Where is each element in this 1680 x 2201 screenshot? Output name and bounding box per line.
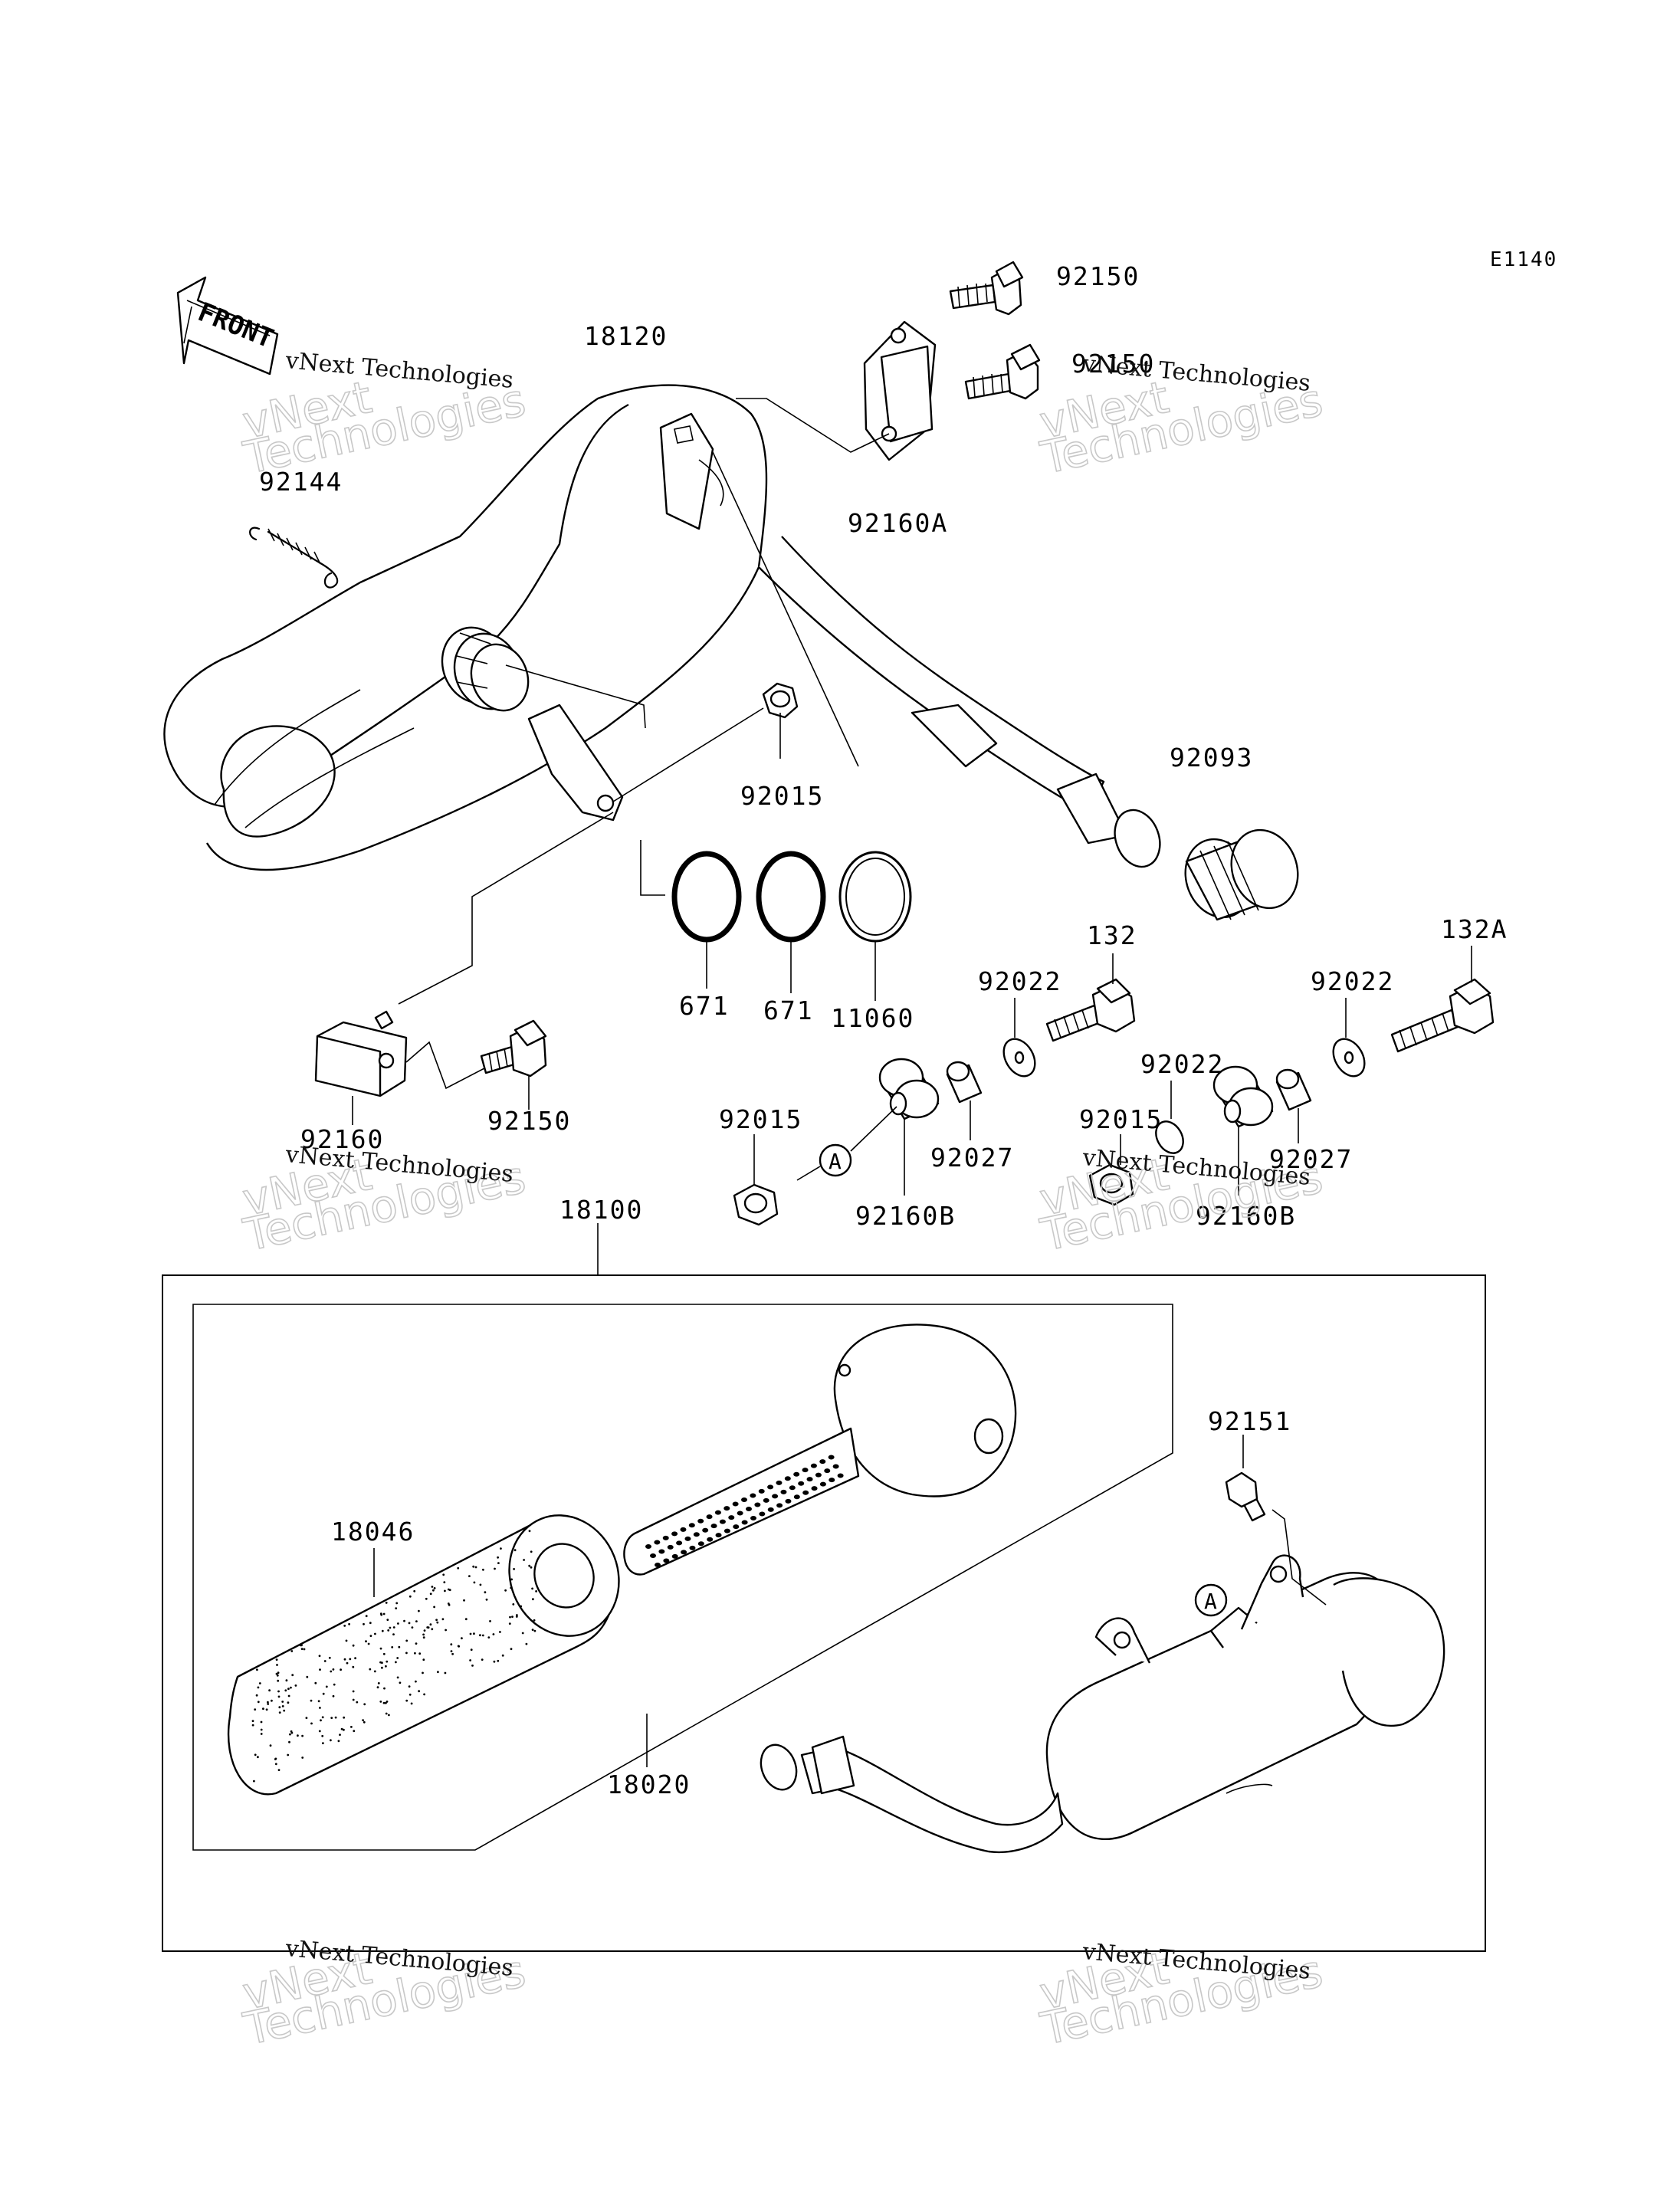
leader-gasket-group <box>640 840 665 896</box>
callout-92160: 92160 <box>300 1124 384 1154</box>
callout-92160A: 92160A <box>848 508 948 538</box>
watermark-mid-left: vNext Technologies vNext Technologies <box>238 1141 530 1262</box>
bolt-92151-icon <box>1225 1471 1266 1522</box>
ref-a-right-text: A <box>1204 1589 1217 1614</box>
collar-92027-b-icon <box>1275 1068 1312 1111</box>
callout-92151: 92151 <box>1208 1406 1291 1436</box>
callout-92027-a: 92027 <box>930 1143 1014 1173</box>
callout-92022-c: 92022 <box>1140 1049 1224 1079</box>
ref-mark-a-right: A <box>1194 1583 1228 1617</box>
callout-92093: 92093 <box>1170 743 1253 772</box>
watermark-bottom-right: vNext Technologies vNext Technologies <box>1035 1938 1327 2056</box>
bracket-92160A <box>863 320 937 461</box>
o-ring-671-a-icon <box>671 851 742 943</box>
leader-bracket-92160 <box>398 812 614 1005</box>
callout-92015-right: 92015 <box>1079 1104 1163 1134</box>
callout-18100: 18100 <box>559 1195 643 1225</box>
callout-92022-b: 92022 <box>1311 966 1394 996</box>
callout-92022-a: 92022 <box>978 966 1061 996</box>
leader-ref-a-left <box>796 1106 897 1181</box>
callout-18046: 18046 <box>331 1517 415 1547</box>
callout-132: 132 <box>1087 920 1137 950</box>
washer-92022-b-icon <box>1332 1038 1366 1078</box>
callout-11060: 11060 <box>831 1003 914 1033</box>
callout-labels: 18120 92150 92150 92160A 92144 92015 920… <box>259 261 1508 1799</box>
callout-92150-mid: 92150 <box>1071 349 1155 379</box>
nut-92015-upper-icon <box>762 682 799 719</box>
callout-92150-top: 92150 <box>1056 261 1140 291</box>
callout-92160B-a: 92160B <box>855 1201 956 1231</box>
ref-a-left-text: A <box>829 1149 842 1174</box>
washer-92022-c-icon <box>1155 1120 1184 1154</box>
callout-92160B-b: 92160B <box>1196 1201 1296 1231</box>
watermark-mid-right: vNext Technologies vNext Technologies <box>1035 1144 1327 1262</box>
bolt-132-icon <box>1045 978 1136 1042</box>
leader-nut-tab <box>612 707 764 802</box>
callout-18020: 18020 <box>607 1770 691 1799</box>
ref-mark-a-left: A <box>819 1143 852 1177</box>
nut-92015-left-icon <box>733 1183 779 1226</box>
expansion-chamber <box>163 384 1299 921</box>
leader-92160-group <box>352 1076 530 1125</box>
diagram-code: E1140 <box>1490 248 1557 271</box>
callout-92015-upper: 92015 <box>740 781 824 811</box>
o-ring-671-b-icon <box>756 851 826 943</box>
bolt-92150-low-icon <box>480 1019 547 1078</box>
leader-bracket <box>736 398 890 453</box>
bolt-92150-top-icon <box>949 261 1024 316</box>
muffler-end-cap-icon <box>833 1324 1017 1497</box>
front-arrow-icon: FRONT <box>176 276 279 376</box>
watermark-bottom-left: vNext Technologies vNext Technologies <box>238 1935 530 2056</box>
callout-92015-left: 92015 <box>719 1104 802 1134</box>
callout-92027-b: 92027 <box>1269 1144 1353 1174</box>
spring-icon <box>249 526 339 589</box>
gasket-11060-icon <box>838 851 912 943</box>
perforated-core-icon <box>623 1427 860 1576</box>
watermark-top-left: vNext Technologies vNext Technologies <box>238 347 530 485</box>
callout-671-b: 671 <box>763 996 814 1025</box>
silencer-kit-box <box>192 1304 1173 1851</box>
muffler-assembly-box <box>162 1274 1486 1952</box>
leader-92151-b <box>1271 1509 1327 1606</box>
muffler-packing-icon <box>227 1514 620 1796</box>
washer-92022-a-icon <box>1002 1038 1036 1078</box>
bolt-132A-icon <box>1390 978 1495 1053</box>
callout-18120: 18120 <box>584 321 668 351</box>
callout-92150-low: 92150 <box>487 1106 571 1136</box>
grommet-92160B-a-icon <box>878 1058 940 1120</box>
muffler-body-icon <box>760 1554 1445 1853</box>
callout-92144: 92144 <box>259 467 343 497</box>
bracket-92160-icon <box>314 1010 408 1097</box>
grommet-92160B-b-icon <box>1212 1065 1274 1128</box>
leader-bracket-bolt <box>405 1041 485 1090</box>
callout-671-a: 671 <box>679 991 730 1021</box>
collar-92027-a-icon <box>946 1061 983 1104</box>
leader-gaskets <box>706 940 876 1001</box>
callout-132A: 132A <box>1441 914 1508 944</box>
bolt-92150-mid-icon <box>964 343 1041 400</box>
nut-92015-right-icon <box>1088 1163 1134 1206</box>
